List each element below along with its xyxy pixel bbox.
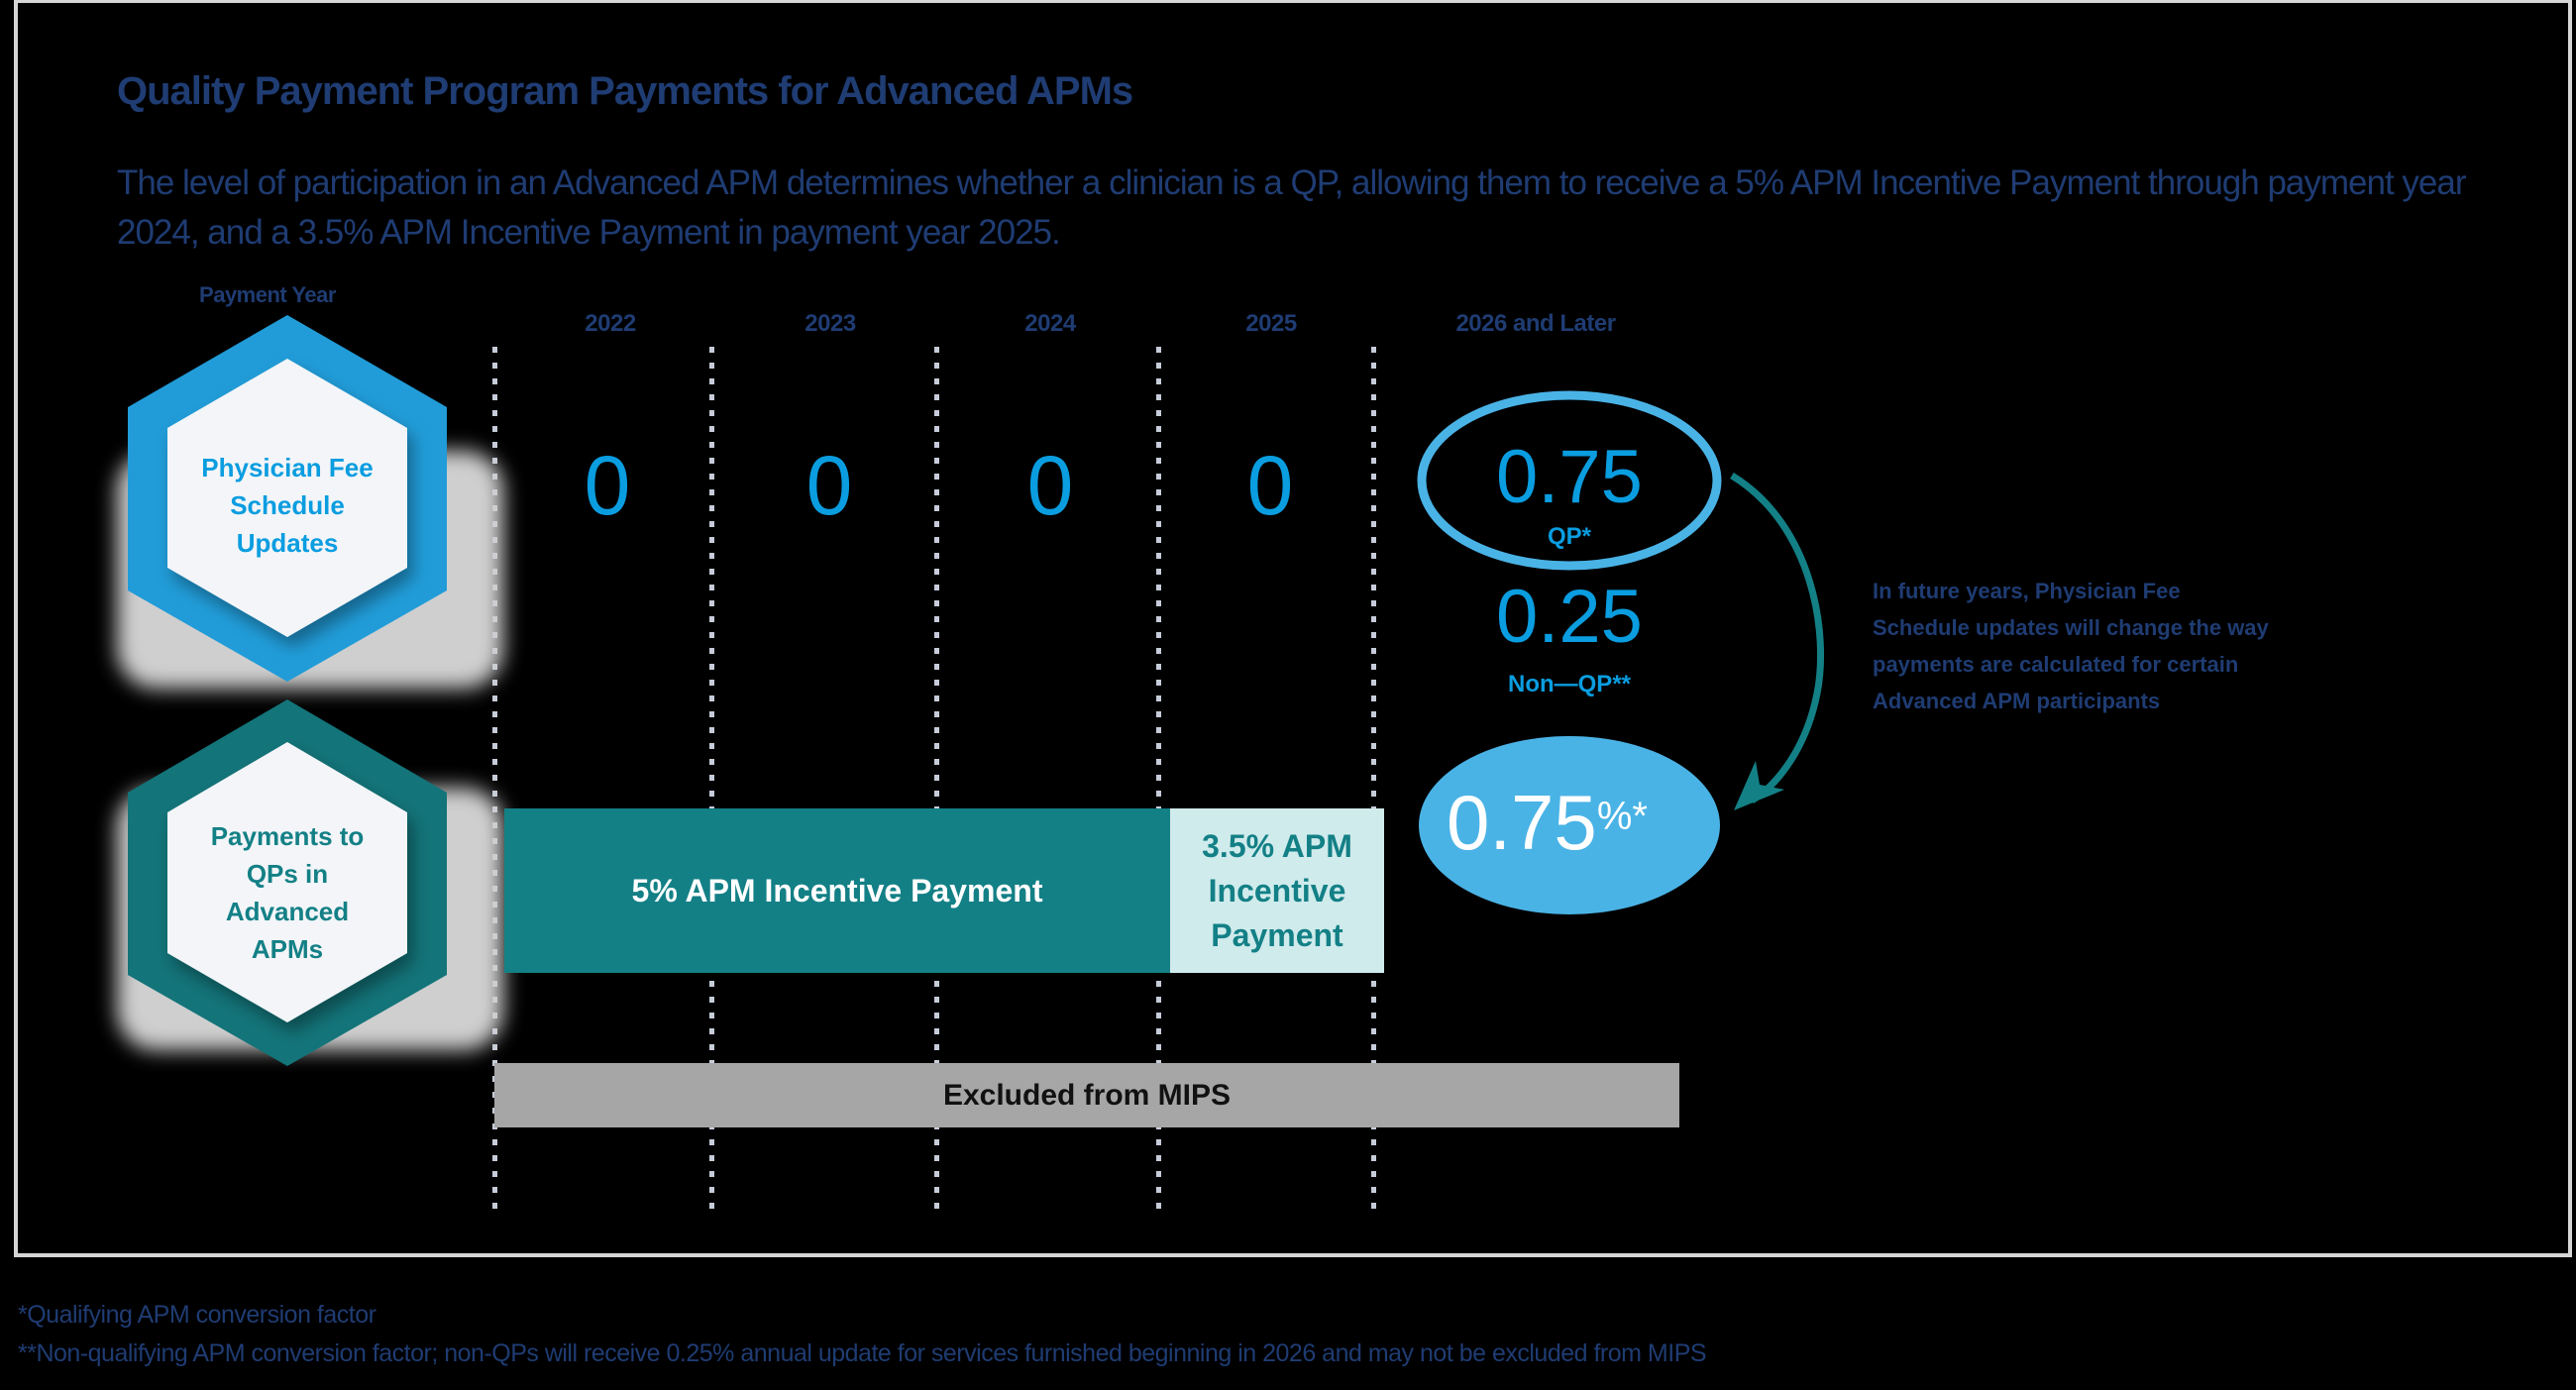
incentive-bar-3-5pct: 3.5% APM Incentive Payment [1170, 808, 1384, 973]
fee-update-2023: 0 [805, 439, 853, 532]
footnote-qp: *Qualifying APM conversion factor [18, 1301, 376, 1329]
year-header-2022: 2022 [585, 310, 636, 337]
row-label-qp-payments: Payments to QPs in Advanced APMs [210, 821, 365, 964]
column-divider [492, 347, 497, 1214]
column-divider [934, 347, 939, 1214]
year-header-2024: 2024 [1024, 310, 1076, 337]
qp-label: QP* [1547, 523, 1591, 550]
incentive-value-ellipse [1419, 736, 1720, 914]
page-subtitle: The level of participation in an Advance… [117, 163, 2467, 252]
incentive-bar-5pct: 5% APM Incentive Payment [504, 808, 1170, 973]
column-divider [709, 347, 714, 1214]
nonqp-fee-update-value: 0.25 [1496, 575, 1643, 659]
footnote-nonqp: **Non-qualifying APM conversion factor; … [18, 1339, 1707, 1367]
fee-update-2025: 0 [1246, 439, 1294, 532]
fee-update-2022: 0 [584, 439, 631, 532]
fee-update-2024: 0 [1026, 439, 1074, 532]
year-header-2025: 2025 [1245, 310, 1297, 337]
future-years-note: In future years, Physician Fee Schedule … [1873, 579, 2269, 713]
arrowhead-icon [1734, 761, 1784, 810]
qp-fee-update-value: 0.75 [1496, 435, 1643, 519]
column-divider [1371, 347, 1376, 1214]
curved-arrow-icon [1730, 473, 1825, 804]
row-label-fee-schedule: Physician Fee Schedule Updates [201, 453, 374, 558]
column-divider [1156, 347, 1161, 1214]
qp-value-ellipse [1417, 390, 1722, 571]
qp-incentive-later-value: 0.75%* [1447, 779, 1648, 866]
hexagon-fee-schedule [128, 315, 447, 682]
year-header-2023: 2023 [805, 310, 856, 337]
year-header-2026-later: 2026 and Later [1455, 310, 1616, 337]
page-title: Quality Payment Program Payments for Adv… [117, 69, 1133, 113]
content-frame [14, 0, 2572, 1257]
nonqp-label: Non—QP** [1507, 671, 1631, 697]
hexagon-qp-payments [128, 699, 447, 1066]
payment-year-label: Payment Year [199, 282, 336, 307]
mips-exclusion-bar: Excluded from MIPS [494, 1063, 1679, 1127]
